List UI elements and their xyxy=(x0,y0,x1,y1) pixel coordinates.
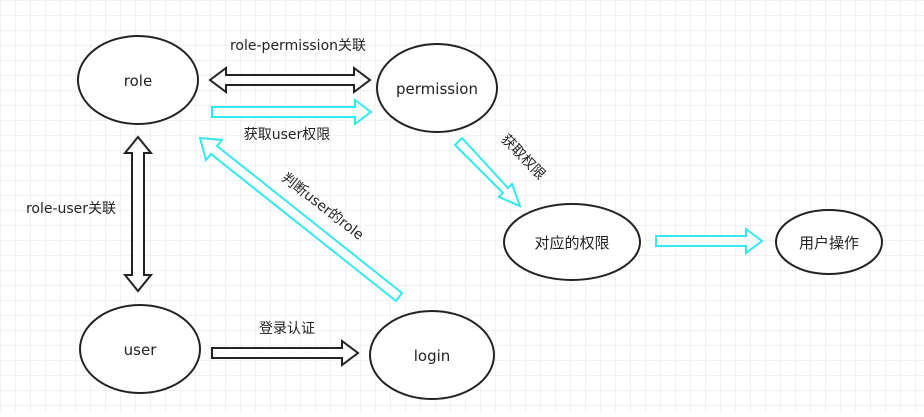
edge-label-get-user-permission: 获取user权限 xyxy=(244,127,331,143)
node-user-operation: 用户操作 xyxy=(775,209,883,275)
to-user-operation-arrow xyxy=(655,227,764,255)
edge-label-role-user: role-user关联 xyxy=(26,201,116,217)
node-login-label: login xyxy=(414,347,451,365)
node-role: role xyxy=(77,35,199,125)
node-login: login xyxy=(369,310,495,400)
login-auth-arrow xyxy=(211,339,360,367)
role-permission-arrow xyxy=(208,66,372,94)
node-role-label: role xyxy=(124,72,152,90)
node-corresponding-permission-label: 对应的权限 xyxy=(534,234,609,252)
get-permission-arrow xyxy=(453,136,522,208)
judge-user-role-arrow xyxy=(198,136,404,303)
arrows-layer xyxy=(122,66,764,367)
node-corresponding-permission: 对应的权限 xyxy=(503,203,641,281)
get-user-permission-arrow xyxy=(211,98,373,126)
role-user-arrow xyxy=(122,135,154,293)
edge-label-login-auth: 登录认证 xyxy=(259,321,315,337)
node-permission: permission xyxy=(376,43,498,133)
node-user-label: user xyxy=(124,341,158,359)
node-permission-label: permission xyxy=(396,80,478,98)
node-user-operation-label: 用户操作 xyxy=(799,234,859,252)
node-user: user xyxy=(79,304,201,394)
edge-label-role-permission: role-permission关联 xyxy=(230,38,366,54)
